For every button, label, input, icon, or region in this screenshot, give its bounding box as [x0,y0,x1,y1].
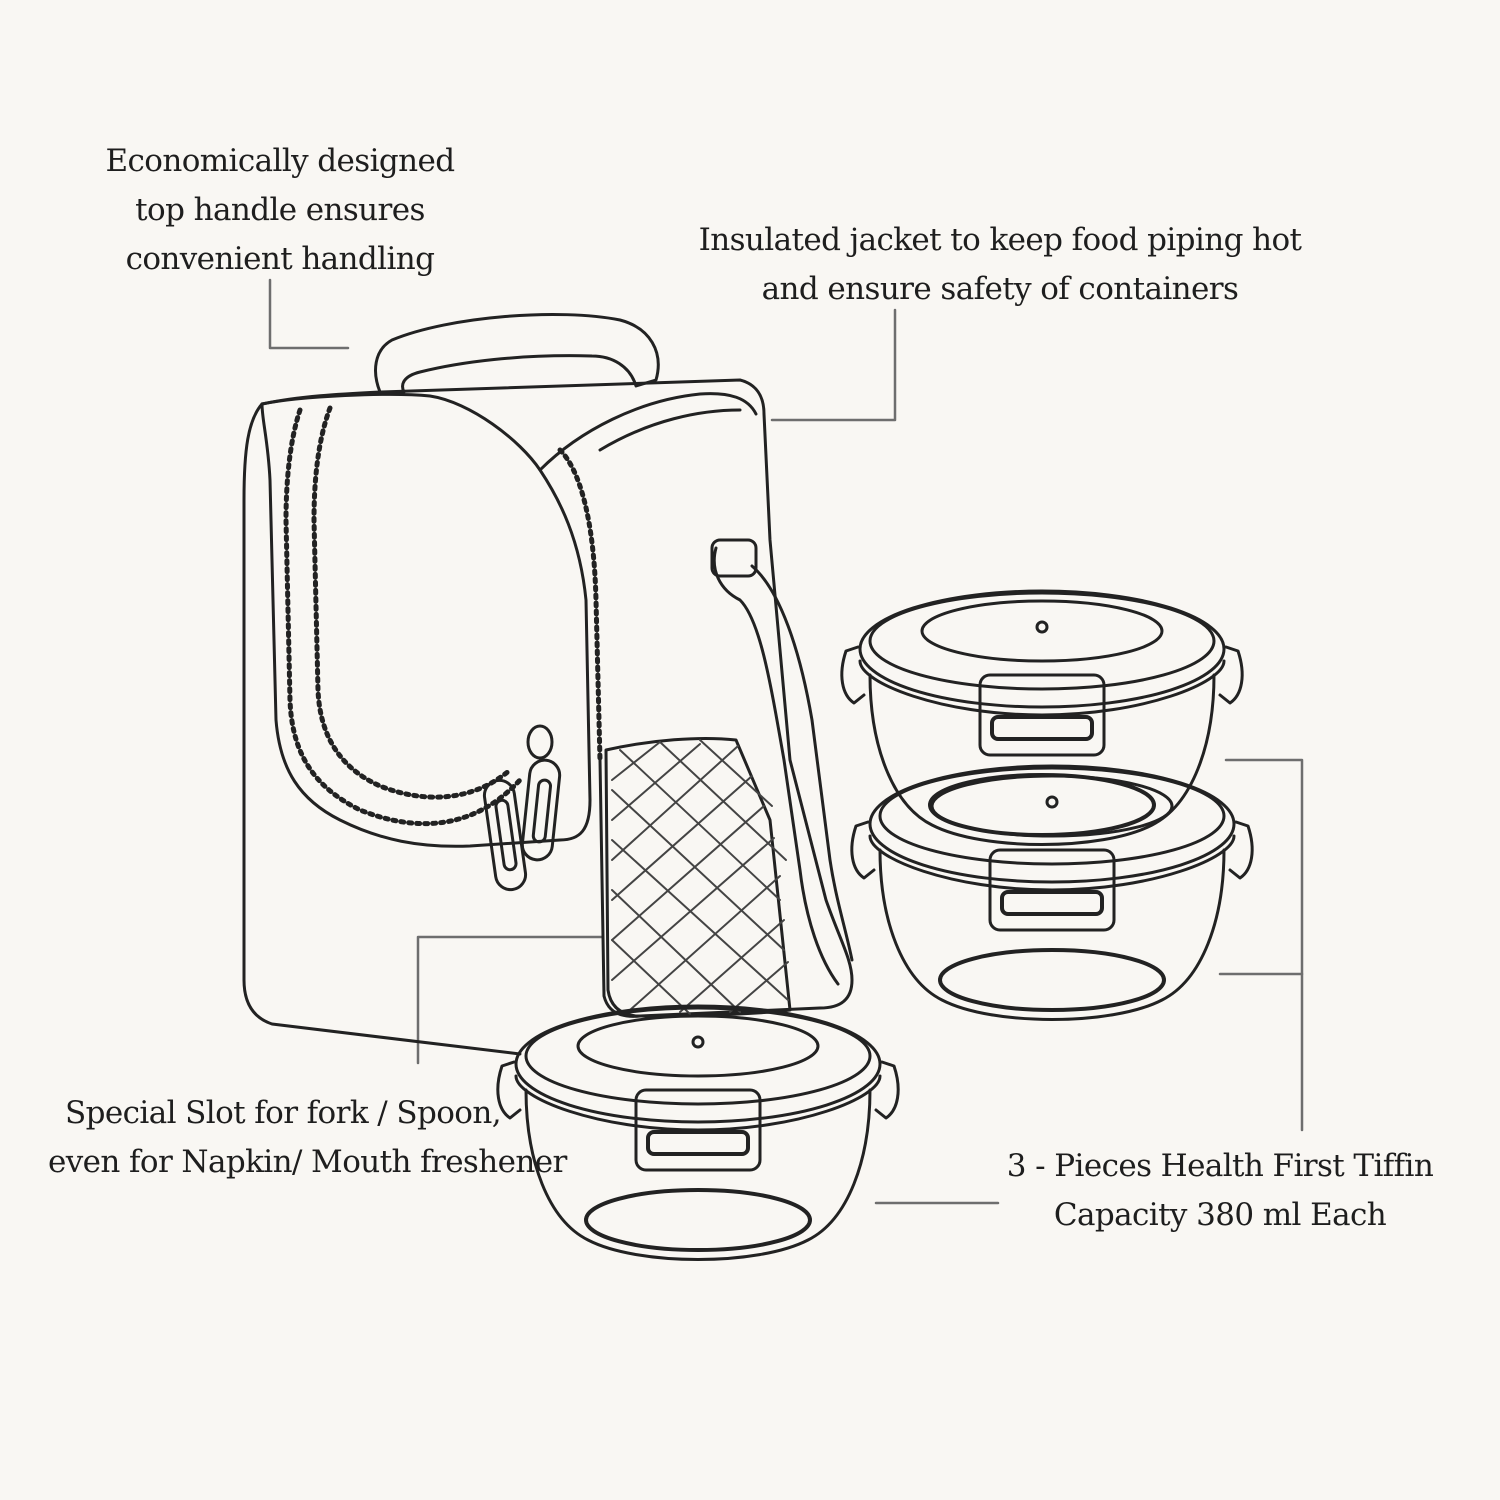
leader-slot [416,935,605,1065]
tiffin-container-middle [849,764,1255,1022]
leader-tiffin-bracket [1224,758,1304,1132]
callout-top-handle-line-3: convenient handling [125,241,435,277]
callout-insulated-jacket-line-1: Insulated jacket to keep food piping hot [698,222,1302,258]
mesh-pocket [604,736,792,1018]
mesh-pattern [611,739,789,1015]
callout-top-handle-line-1: Economically designed [105,143,455,179]
bag-front-panel [260,392,592,848]
callout-special-slot: Special Slot for fork / Spoon, even for … [48,1089,567,1187]
tiffin-container-front [495,1004,901,1262]
shoulder-strap [712,546,840,986]
callout-special-slot-line-2: even for Napkin/ Mouth freshener [48,1144,567,1180]
callout-insulated-jacket: Insulated jacket to keep food piping hot… [690,216,1310,314]
bag-back-outline [242,402,522,1056]
callout-insulated-jacket-line-2: and ensure safety of containers [761,271,1239,307]
leader-handle [268,278,350,350]
top-handle [374,312,660,394]
callout-top-handle: Economically designed top handle ensures… [70,137,490,284]
callout-top-handle-line-2: top handle ensures [135,192,425,228]
side-panel-inner [598,408,742,452]
callout-tiffin-capacity-line-1: 3 - Pieces Health First Tiffin [1006,1148,1434,1184]
zipper-pullers [482,724,562,892]
callout-special-slot-line-1: Special Slot for fork / Spoon, [64,1095,502,1131]
side-zipper [557,447,603,763]
tiffin-container-top [839,589,1245,847]
lunch-bag-illustration [242,312,854,1056]
callout-tiffin-capacity: 3 - Pieces Health First Tiffin Capacity … [1000,1142,1440,1240]
zipper-track-inner [311,405,513,800]
callout-tiffin-capacity-line-2: Capacity 380 ml Each [1053,1197,1387,1233]
bag-body [260,378,854,1018]
shoulder-strap-edge [750,564,854,962]
side-panel [538,392,758,472]
leader-lines [268,278,1304,1205]
zipper-track-outer [283,407,523,827]
leader-jacket [770,308,897,422]
strap-buckle [710,538,758,578]
